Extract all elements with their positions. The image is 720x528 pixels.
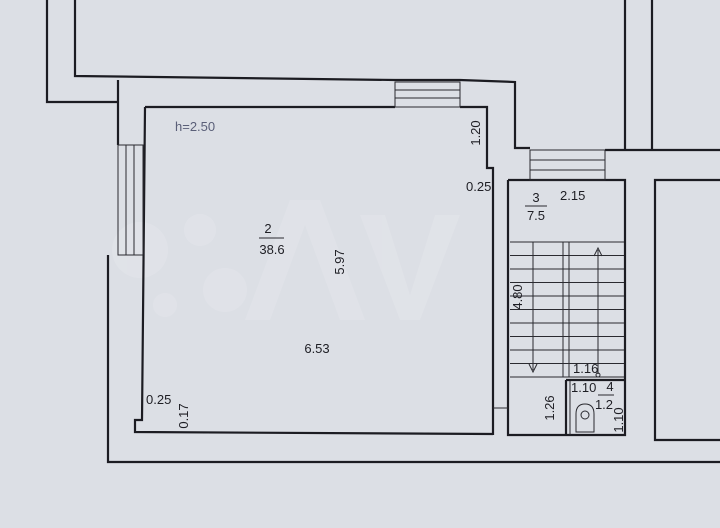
dim-1-26: 1.26 xyxy=(542,395,557,420)
dim-1-10-side: 1.10 xyxy=(611,407,626,432)
room-4-number: 4 xyxy=(606,379,613,394)
windows xyxy=(117,81,606,409)
dim-1-10-top: 1.10 xyxy=(571,380,596,395)
dim-1-16: 1.16 xyxy=(573,361,598,376)
dim-0-25-left: 0.25 xyxy=(146,392,171,407)
stairs xyxy=(510,241,624,378)
room-3-area: 7.5 xyxy=(527,208,545,223)
toilet-room xyxy=(564,378,625,435)
watermark-logo xyxy=(112,200,460,320)
walls xyxy=(45,0,720,464)
dim-0-17: 0.17 xyxy=(176,403,191,428)
room-3-number: 3 xyxy=(532,190,539,205)
dim-2-15: 2.15 xyxy=(560,188,585,203)
room-2-number: 2 xyxy=(264,221,271,236)
room-4-area: 1.2 xyxy=(595,397,613,412)
room-2-area: 38.6 xyxy=(259,242,284,257)
dim-1-20: 1.20 xyxy=(468,120,483,145)
room-2-width: 6.53 xyxy=(304,341,329,356)
toilet-icon xyxy=(575,403,595,433)
ceiling-height: h=2.50 xyxy=(175,119,215,134)
dim-4-80: 4.80 xyxy=(510,284,525,309)
dim-0-25-right: 0.25 xyxy=(466,179,491,194)
room-2-depth: 5.97 xyxy=(332,249,347,274)
